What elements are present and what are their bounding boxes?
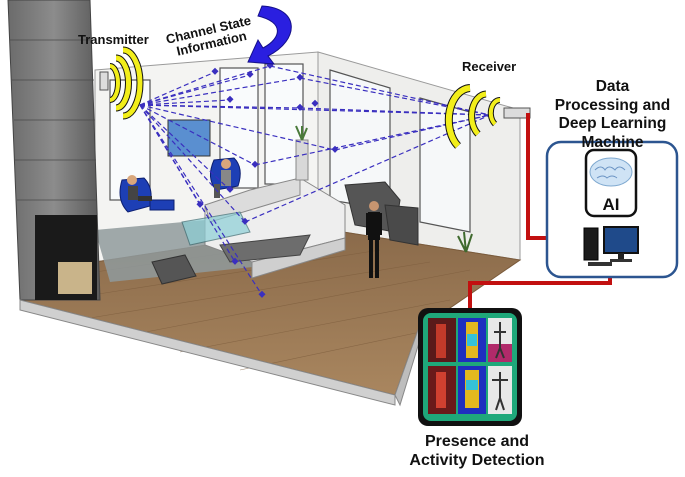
ai-label: AI	[603, 195, 620, 214]
plant	[457, 231, 473, 253]
detection-thumbnails	[428, 318, 512, 414]
furniture	[119, 125, 473, 285]
data-processing-line-4: Machine	[581, 133, 644, 151]
antenna-icon	[444, 84, 531, 149]
brain-icon	[589, 157, 633, 187]
signal-rays	[139, 65, 491, 296]
coffee-table	[219, 234, 311, 263]
person-icon	[366, 201, 382, 278]
receiver-label: Receiver	[462, 59, 517, 74]
presence-line-1: Presence and	[424, 433, 530, 450]
plant	[295, 125, 309, 181]
computer-icon	[583, 226, 639, 266]
transmitter-label: Transmitter	[78, 32, 149, 47]
glass-table	[181, 211, 251, 246]
wall-art	[167, 119, 211, 157]
armchair-icon	[384, 204, 419, 246]
presence-line-2: Activity Detection	[409, 452, 545, 470]
data-processing-line-3: Deep Learning	[558, 115, 667, 133]
sofa-icon	[204, 177, 346, 279]
ray-markers	[196, 61, 339, 298]
person-icon	[127, 175, 152, 201]
side-table	[151, 254, 197, 285]
antenna-icon	[99, 46, 144, 120]
presence-activity-label: Presence and Activity Detection	[392, 432, 562, 470]
data-processing-label: Data Processing and Deep Learning Machin…	[540, 78, 685, 152]
data-processing-line-2: Processing and	[554, 96, 671, 114]
data-processing-line-1: Data	[595, 78, 630, 95]
wood-stack	[58, 262, 92, 294]
curved-arrow-icon	[247, 5, 292, 65]
